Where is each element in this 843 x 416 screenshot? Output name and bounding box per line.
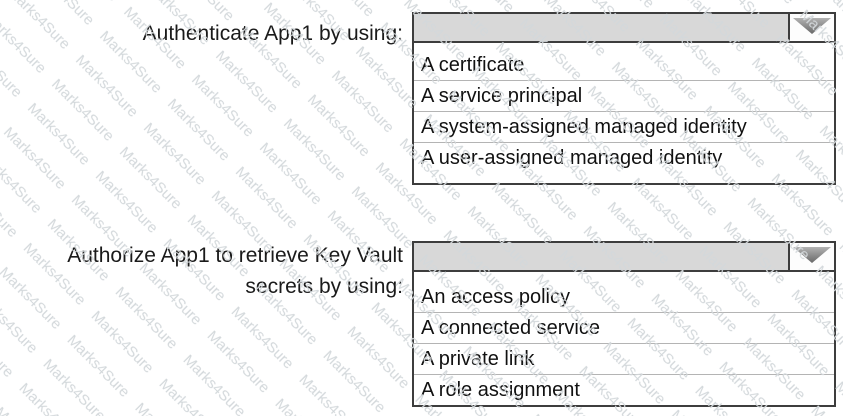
question-label-authenticate: Authenticate App1 by using: (142, 22, 403, 45)
dropdown-selected-value[interactable] (414, 243, 788, 270)
dropdown-option[interactable]: A user-assigned managed identity (421, 147, 723, 169)
dropdown-arrow-button[interactable] (788, 14, 834, 41)
dropdown-authenticate: A certificate A service principal A syst… (412, 12, 836, 185)
dropdown-option[interactable]: An access policy (414, 282, 834, 313)
dropdown-option[interactable]: A system-assigned managed identity (414, 112, 834, 143)
dropdown-options-list: A certificate A service principal A syst… (414, 43, 834, 174)
dropdown-option[interactable]: A service principal (414, 81, 834, 112)
dropdown-arrow-button[interactable] (788, 243, 834, 270)
dropdown-selected-value[interactable] (414, 14, 788, 41)
chevron-down-icon (793, 247, 831, 263)
dropdown-options-list: An access policy A connected service A p… (414, 272, 834, 406)
dropdown-option[interactable]: A certificate (414, 50, 834, 81)
question-label-authorize: Authorize App1 to retrieve Key Vault sec… (67, 244, 403, 298)
dropdown-selected-display[interactable] (414, 243, 834, 272)
dropdown-authorize: An access policy A connected service A p… (412, 241, 836, 407)
dropdown-option[interactable]: A private link (414, 344, 834, 375)
dropdown-option[interactable]: A connected service (414, 313, 834, 344)
chevron-down-icon (793, 18, 831, 34)
dropdown-option[interactable]: A role assignment (421, 379, 580, 401)
dropdown-selected-display[interactable] (414, 14, 834, 43)
